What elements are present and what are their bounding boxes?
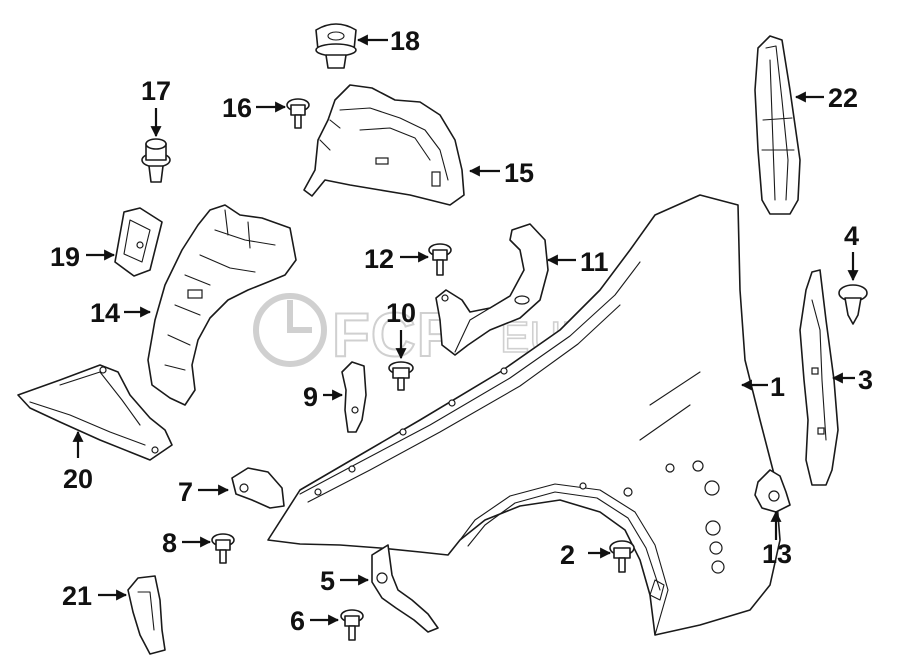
callout-6[interactable]: 6: [290, 606, 305, 636]
part-21-bracket[interactable]: [127, 575, 166, 655]
callout-21[interactable]: 21: [62, 581, 92, 611]
callout-3[interactable]: 3: [858, 365, 873, 395]
part-6-bolt[interactable]: [340, 609, 364, 641]
part-15-liner[interactable]: [303, 84, 465, 206]
part-16-bolt[interactable]: [286, 98, 310, 129]
callout-4[interactable]: 4: [844, 221, 859, 251]
callout-1[interactable]: 1: [770, 372, 785, 402]
callout-13[interactable]: 13: [762, 539, 792, 569]
callout-10[interactable]: 10: [386, 298, 416, 328]
part-17-clip[interactable]: [141, 138, 171, 183]
part-19-pad[interactable]: [114, 207, 163, 277]
part-11-bracket[interactable]: [435, 223, 549, 356]
callout-5[interactable]: 5: [320, 566, 335, 596]
callout-8[interactable]: 8: [162, 528, 177, 558]
part-10-bolt[interactable]: [388, 361, 414, 391]
callout-17[interactable]: 17: [141, 76, 171, 106]
callout-7[interactable]: 7: [178, 477, 193, 507]
callout-14[interactable]: 14: [90, 298, 120, 328]
part-9-bracket[interactable]: [341, 361, 367, 433]
part-2-bolt[interactable]: [609, 540, 635, 573]
callout-11[interactable]: 11: [580, 247, 609, 277]
callout-12[interactable]: 12: [364, 244, 394, 274]
part-14-liner[interactable]: [147, 204, 297, 406]
watermark: FCP EURO: [253, 293, 628, 371]
callout-15[interactable]: 15: [504, 158, 534, 188]
part-7-bracket[interactable]: [231, 467, 285, 509]
part-1-fender[interactable]: [267, 194, 781, 636]
part-4-push-clip[interactable]: [838, 284, 868, 325]
callout-18[interactable]: 18: [390, 26, 420, 56]
part-8-bolt[interactable]: [211, 533, 235, 564]
part-12-bolt[interactable]: [428, 243, 452, 276]
callout-2[interactable]: 2: [560, 540, 575, 570]
part-20-shield[interactable]: [17, 364, 173, 461]
callout-9[interactable]: 9: [303, 382, 318, 412]
callout-22[interactable]: 22: [828, 83, 858, 113]
callout-leaders: [72, 34, 859, 626]
part-18-grommet[interactable]: [315, 23, 357, 69]
callout-16[interactable]: 16: [222, 93, 252, 123]
part-13-bracket[interactable]: [754, 469, 791, 513]
callout-labels: 1 2 3 4 5 6 7 8 9 10 11 12 13 14 15 16 1…: [50, 26, 873, 636]
part-5-bracket[interactable]: [371, 544, 439, 633]
callout-20[interactable]: 20: [63, 464, 93, 494]
callout-19[interactable]: 19: [50, 242, 80, 272]
part-3-bracket[interactable]: [799, 269, 839, 486]
part-22-seal[interactable]: [754, 35, 801, 215]
watermark-brand: FCP: [332, 301, 459, 370]
